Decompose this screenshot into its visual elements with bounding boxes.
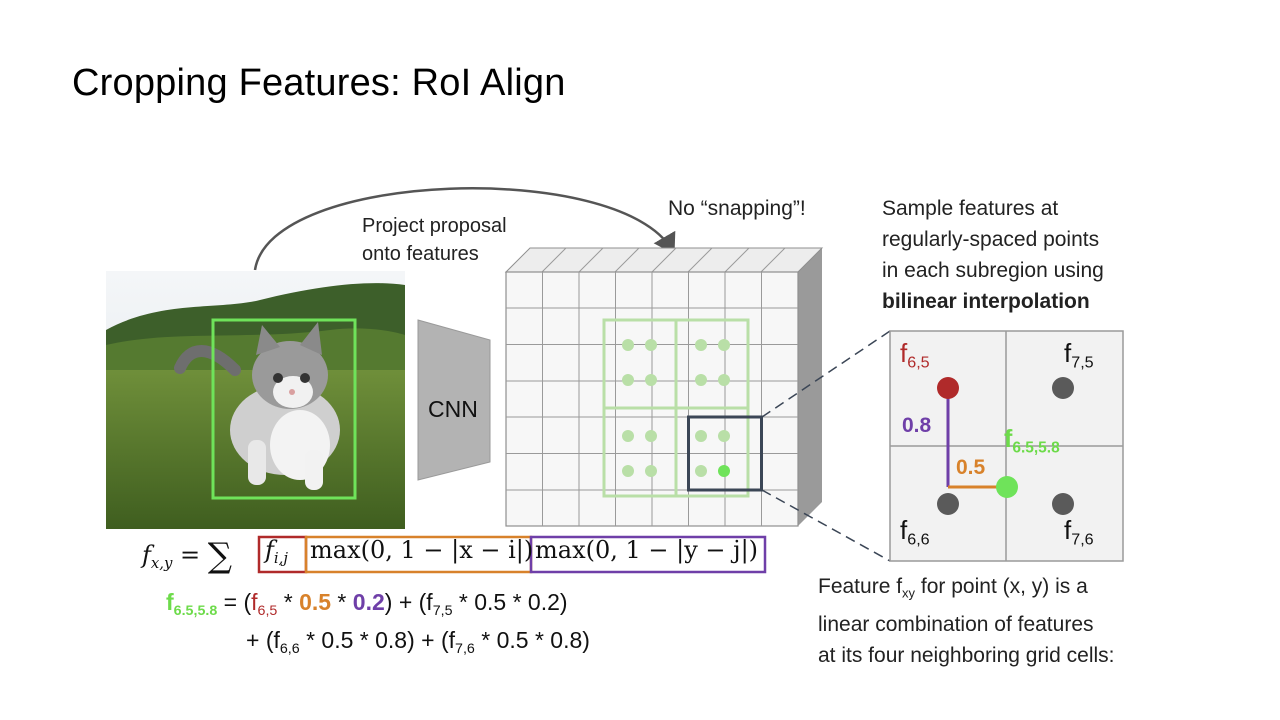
label-f65: f6,5 bbox=[900, 338, 930, 372]
proposal-box bbox=[211, 318, 357, 500]
bilinear-equation: fx,y = ∑ bbox=[142, 536, 233, 576]
label-f76: f7,6 bbox=[1064, 515, 1094, 549]
sample-points bbox=[622, 339, 730, 477]
feature-map-top-lines bbox=[541, 247, 786, 273]
zoom-source-box bbox=[687, 415, 763, 492]
page-title: Cropping Features: RoI Align bbox=[72, 62, 566, 104]
term3-box bbox=[529, 535, 767, 574]
highlighted-sample-point bbox=[718, 465, 730, 477]
equation-term-x: max(0, 1 − |x − i|) bbox=[310, 536, 534, 564]
point-sample bbox=[996, 476, 1018, 498]
equation-term-y: max(0, 1 − |y − j|) bbox=[535, 536, 759, 564]
label-sample-point: f6.5,5.8 bbox=[1004, 425, 1060, 457]
label-f66: f6,6 bbox=[900, 515, 930, 549]
cnn-label: CNN bbox=[428, 396, 478, 422]
distance-x-label: 0.5 bbox=[956, 456, 986, 479]
projection-arrow bbox=[253, 187, 676, 271]
kitten-photo bbox=[106, 271, 405, 529]
cnn-block bbox=[417, 319, 491, 481]
point-f75 bbox=[1052, 377, 1074, 399]
worked-formula-line1: f6.5,5.8 = (f6,5 * 0.5 * 0.2) + (f7,5 * … bbox=[166, 589, 568, 619]
worked-formula-line2: + (f6,6 * 0.5 * 0.8) + (f7,6 * 0.5 * 0.8… bbox=[246, 627, 590, 657]
point-f66 bbox=[937, 493, 959, 515]
projected-proposal bbox=[602, 318, 750, 498]
sample-features-note: Sample features at regularly-spaced poin… bbox=[882, 197, 1104, 313]
project-proposal-label: Project proposal onto features bbox=[362, 215, 507, 265]
feature-combination-note: Feature fxy for point (x, y) is a linear… bbox=[818, 575, 1115, 667]
no-snapping-label: No “snapping”! bbox=[668, 197, 806, 220]
distance-y-label: 0.8 bbox=[902, 414, 932, 437]
point-f76 bbox=[1052, 493, 1074, 515]
equation-term-fij: fi,j bbox=[265, 536, 288, 568]
point-f65 bbox=[937, 377, 959, 399]
label-f75: f7,5 bbox=[1064, 338, 1094, 372]
